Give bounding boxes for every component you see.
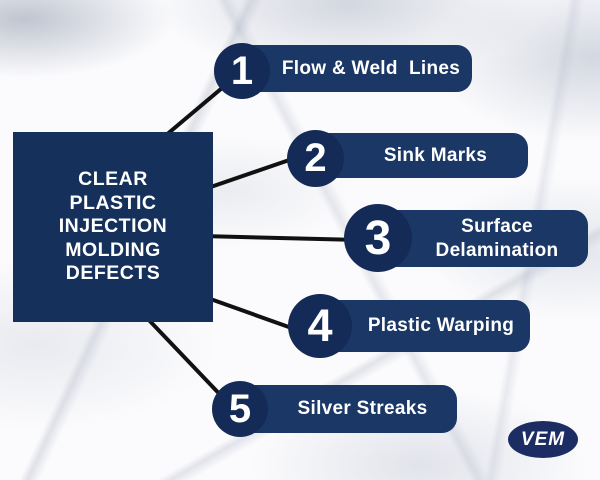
number-circle-3: 3 xyxy=(344,204,412,272)
connector-line-2 xyxy=(200,155,300,192)
defect-label-3: Surface Delamination xyxy=(435,216,559,261)
number-2: 2 xyxy=(304,136,327,180)
title-box: CLEAR PLASTIC INJECTION MOLDING DEFECTS xyxy=(13,132,213,322)
number-circle-5: 5 xyxy=(212,381,268,437)
number-circle-4: 4 xyxy=(288,294,352,358)
number-4: 4 xyxy=(307,300,333,351)
vem-logo: VEM xyxy=(508,421,578,458)
number-circle-1: 1 xyxy=(214,43,270,99)
number-5: 5 xyxy=(228,386,252,431)
title-line-1: CLEAR xyxy=(78,168,148,191)
connector-line-4 xyxy=(200,294,302,333)
title-line-5: DEFECTS xyxy=(65,262,161,285)
title-line-4: MOLDING xyxy=(65,238,161,261)
title-line-3: INJECTION xyxy=(58,215,168,238)
title-line-2: PLASTIC xyxy=(69,191,157,214)
connector-line-5 xyxy=(144,315,232,407)
connector-line-3 xyxy=(200,234,362,242)
vem-logo-text: VEM xyxy=(520,428,566,450)
defect-label-1: Flow & Weld Lines xyxy=(281,57,461,79)
number-3: 3 xyxy=(364,211,392,265)
defect-label-4: Plastic Warping xyxy=(367,315,515,337)
defect-pill-4: Plastic Warping xyxy=(320,300,530,352)
defect-label-5: Silver Streaks xyxy=(297,398,428,420)
defect-pill-1: Flow & Weld Lines xyxy=(228,45,472,92)
number-1: 1 xyxy=(230,48,254,93)
connector-line-1 xyxy=(163,81,230,138)
defect-label-2: Sink Marks xyxy=(383,144,488,166)
number-circle-2: 2 xyxy=(287,130,344,187)
